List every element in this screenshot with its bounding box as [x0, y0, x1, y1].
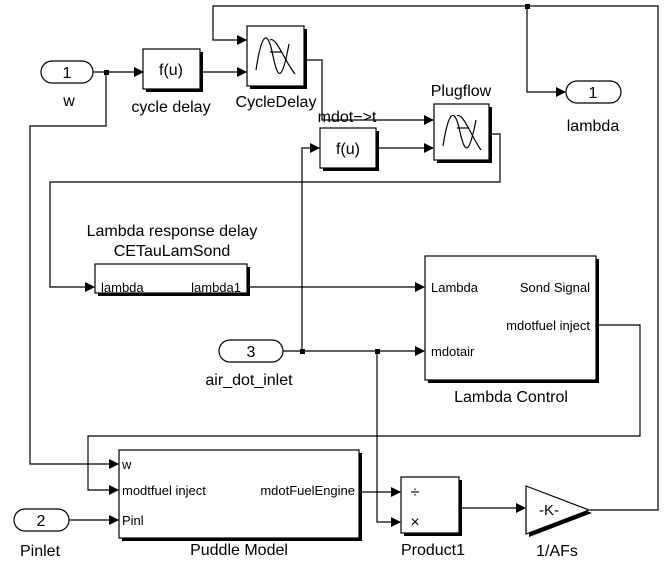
- fcn-mdot-label: mdot−>t: [318, 109, 377, 126]
- lambda-control-in-mdotair: mdotair: [431, 344, 475, 359]
- gain-label: 1/AFs: [536, 543, 578, 560]
- signal-lines: [29, 5, 659, 527]
- puddle-in-w: w: [121, 457, 132, 472]
- cycledelay-label: CycleDelay: [236, 94, 317, 111]
- variable-delay-icon: [255, 37, 296, 75]
- inport-w-label: w: [62, 93, 75, 110]
- inport-air-dot-inlet[interactable]: 3 air_dot_inlet: [205, 339, 293, 389]
- junction-dots: [104, 4, 530, 354]
- lamsond-out-port: lambda1: [191, 280, 241, 295]
- product-mul-op: ×: [410, 514, 419, 531]
- puddle-in-fuel: modtfuel inject: [122, 483, 206, 498]
- lambda-control-out-fuel: mdotfuel inject: [506, 318, 590, 333]
- lamsond-label-line2: CETauLamSond: [114, 243, 231, 260]
- puddle-label: Puddle Model: [190, 542, 288, 559]
- lamsond-label-line1: Lambda response delay: [87, 223, 258, 240]
- puddle-model-block[interactable]: w modtfuel inject mdotFuelEngine Pinl Pu…: [118, 449, 362, 559]
- variable-delay-icon: [442, 114, 482, 151]
- lambda-control-label: Lambda Control: [454, 389, 568, 406]
- inport-air-number: 3: [247, 344, 256, 361]
- puddle-out-engine: mdotFuelEngine: [260, 483, 355, 498]
- fcn-cycle-delay-label: cycle delay: [131, 99, 210, 116]
- outport-lambda[interactable]: 1 lambda: [565, 80, 622, 135]
- inport-w-number: 1: [63, 65, 72, 82]
- plugflow-block[interactable]: Plugflow: [431, 83, 492, 163]
- fcn-cycle-delay-block[interactable]: f(u) cycle delay: [131, 48, 211, 116]
- plugflow-label: Plugflow: [431, 83, 492, 100]
- inport-pinlet[interactable]: 2 Pinlet: [13, 508, 70, 560]
- inport-air-label: air_dot_inlet: [205, 372, 293, 389]
- fcn-mdot-block[interactable]: mdot−>t f(u): [318, 109, 379, 171]
- inport-pinlet-number: 2: [37, 513, 46, 530]
- lamsond-block[interactable]: Lambda response delay CETauLamSond lambd…: [87, 223, 258, 296]
- inport-pinlet-label: Pinlet: [20, 543, 61, 560]
- product-label: Product1: [401, 542, 465, 559]
- gain-text: -K-: [539, 502, 559, 519]
- outport-lambda-label: lambda: [567, 118, 620, 135]
- cycledelay-block[interactable]: CycleDelay: [236, 25, 317, 111]
- product-block[interactable]: ÷ × Product1: [400, 476, 465, 559]
- fcn-mdot-text: f(u): [336, 141, 360, 158]
- gain-block[interactable]: -K- 1/AFs: [525, 485, 592, 560]
- inport-w[interactable]: 1 w: [40, 60, 94, 110]
- product-div-op: ÷: [411, 484, 420, 501]
- outport-lambda-number: 1: [589, 85, 598, 102]
- lambda-control-in-lambda: Lambda: [431, 280, 479, 295]
- puddle-in-pinl: Pinl: [122, 513, 144, 528]
- lambda-control-block[interactable]: Lambda Sond Signal mdotfuel inject mdota…: [424, 255, 599, 406]
- lamsond-in-port: lambda: [101, 280, 144, 295]
- fcn-cycle-delay-text: f(u): [159, 62, 183, 79]
- lambda-control-out-sond: Sond Signal: [520, 280, 590, 295]
